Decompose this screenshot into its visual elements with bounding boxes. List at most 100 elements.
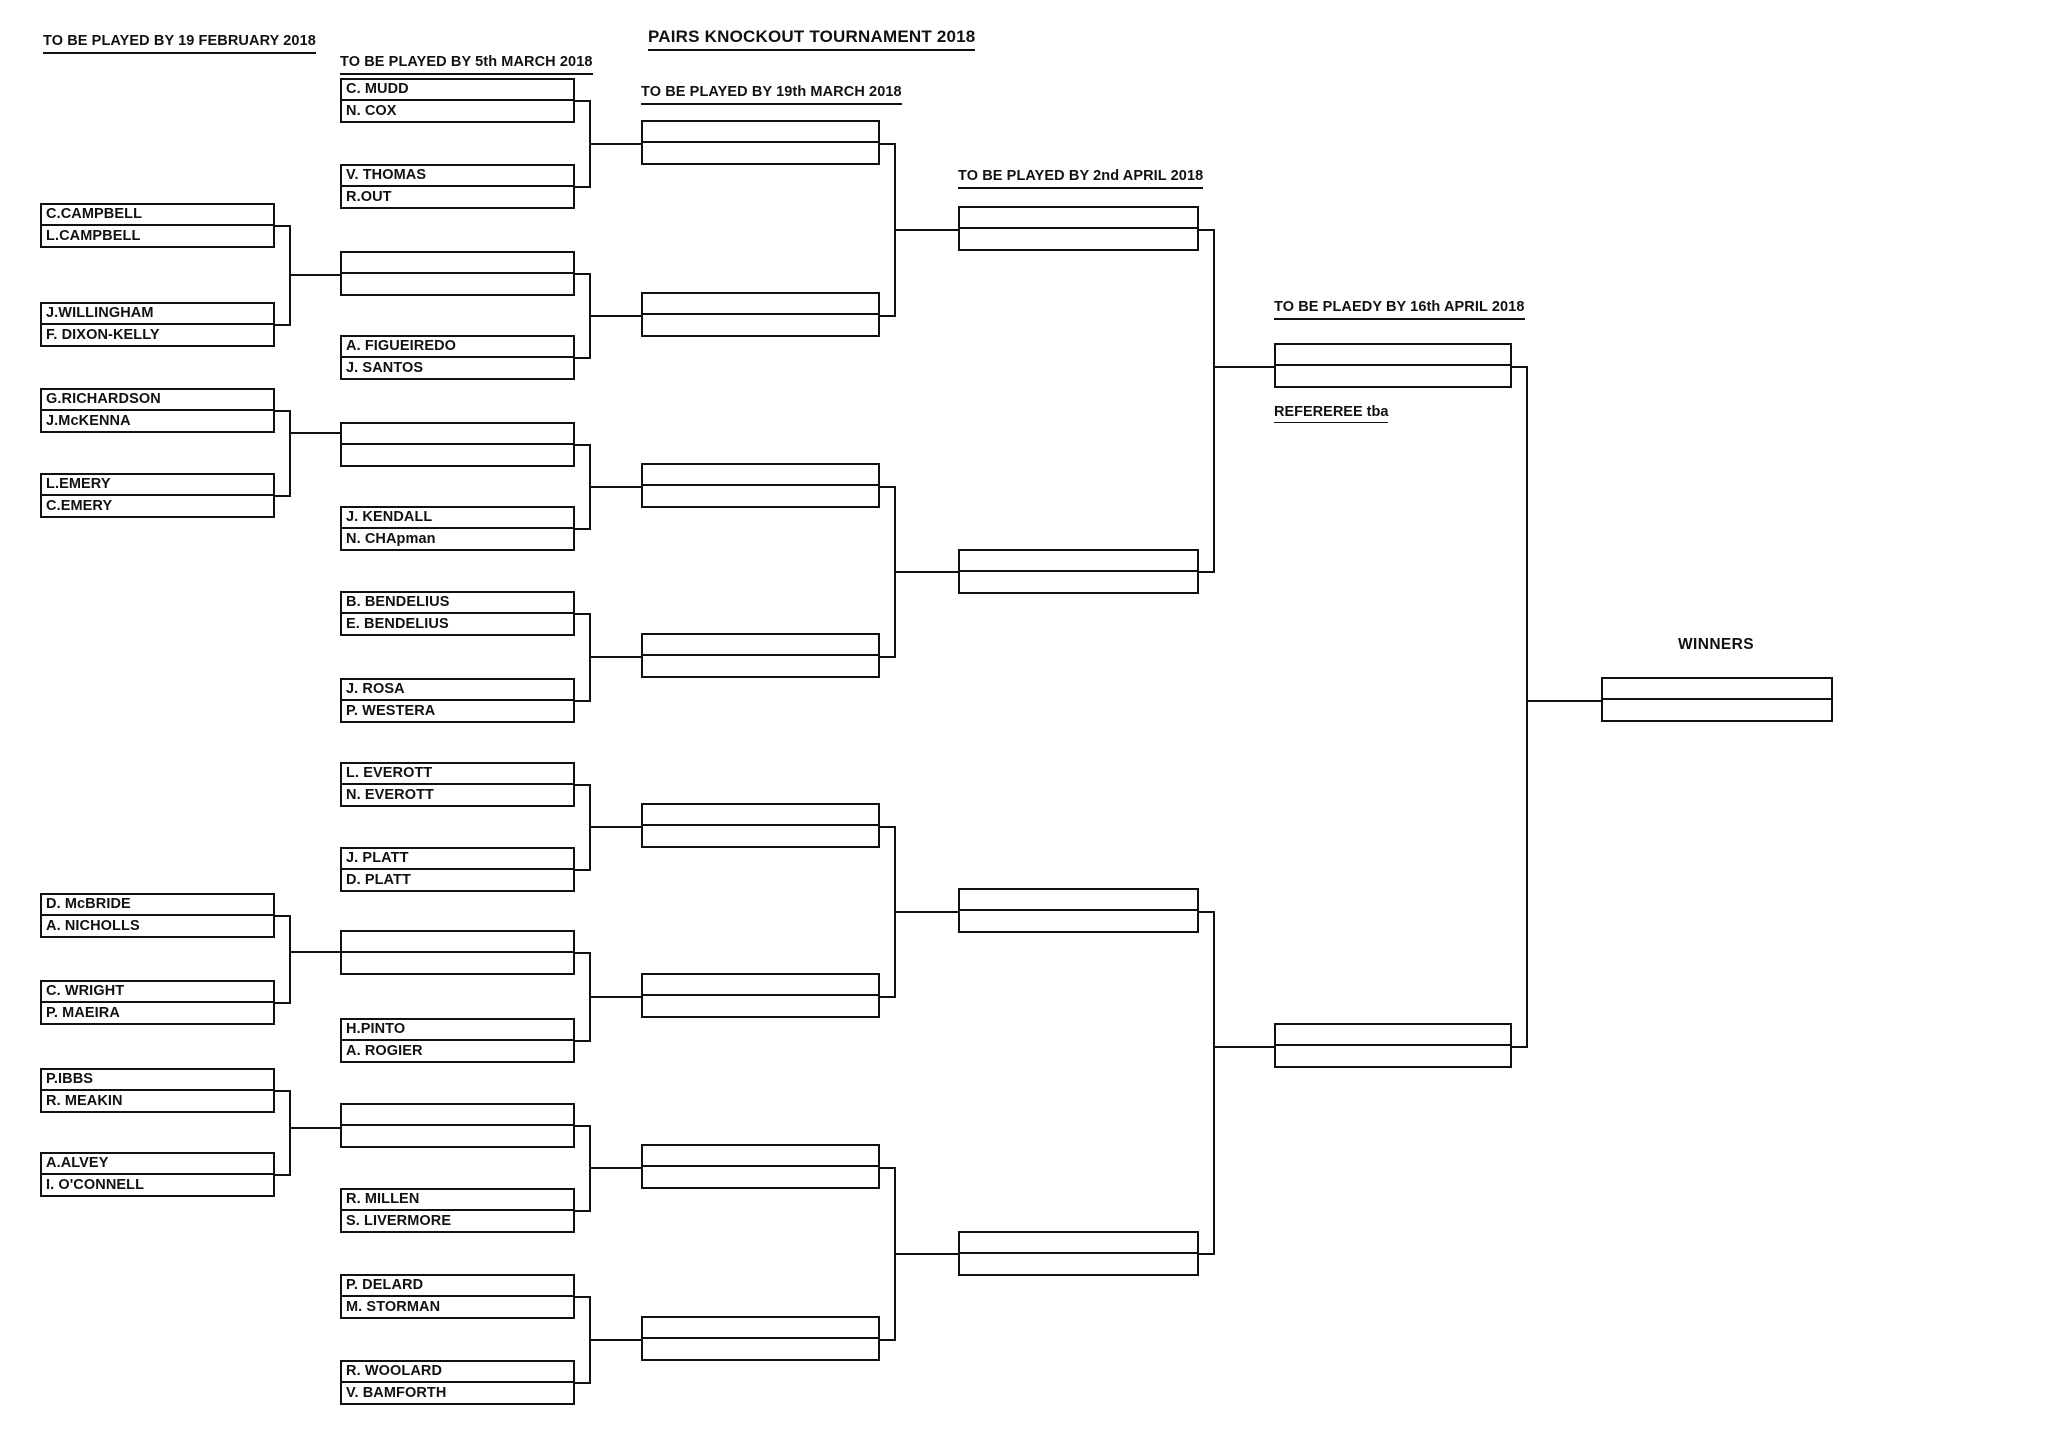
round2-slot-5-bottom[interactable] [643, 996, 878, 1017]
round1-slot-9-bottom[interactable]: D. PLATT [346, 871, 411, 888]
round1-slot-10-bottom[interactable] [342, 953, 573, 974]
round2-slot-5-top[interactable] [643, 975, 878, 996]
prelim-match-7[interactable]: A.ALVEY I. O'CONNELL [40, 1152, 275, 1197]
round2-slot-6-top[interactable] [643, 1146, 878, 1167]
prelim-match-0[interactable]: C.CAMPBELL L.CAMPBELL [40, 203, 275, 248]
round2-match-3[interactable] [641, 633, 880, 678]
round1-slot-5-top[interactable]: J. KENDALL [342, 508, 573, 529]
round1-match-1[interactable]: V. THOMAS R.OUT [340, 164, 575, 209]
round1-match-11[interactable]: H.PINTO A. ROGIER [340, 1018, 575, 1063]
round1-slot-7-bottom[interactable]: P. WESTERA [346, 702, 436, 719]
round2-slot-1-bottom[interactable] [643, 315, 878, 336]
prelim-slot-0-top[interactable]: C.CAMPBELL [42, 205, 273, 226]
round3-slot-3-top[interactable] [960, 1233, 1197, 1254]
semifinal-match-1[interactable] [1274, 1023, 1512, 1068]
prelim-match-6[interactable]: P.IBBS R. MEAKIN [40, 1068, 275, 1113]
round1-match-14[interactable]: P. DELARD M. STORMAN [340, 1274, 575, 1319]
round1-match-6[interactable]: B. BENDELIUS E. BENDELIUS [340, 591, 575, 636]
round1-slot-13-top[interactable]: R. MILLEN [342, 1190, 573, 1211]
round1-slot-2-top[interactable] [342, 253, 573, 274]
prelim-match-3[interactable]: L.EMERY C.EMERY [40, 473, 275, 518]
round2-slot-7-bottom[interactable] [643, 1339, 878, 1360]
round3-slot-2-bottom[interactable] [960, 911, 1197, 932]
prelim-slot-2-bottom[interactable]: J.McKENNA [46, 412, 131, 429]
round1-slot-13-bottom[interactable]: S. LIVERMORE [346, 1212, 452, 1229]
round1-match-9[interactable]: J. PLATT D. PLATT [340, 847, 575, 892]
prelim-slot-3-bottom[interactable]: C.EMERY [46, 497, 113, 514]
round1-slot-2-bottom[interactable] [342, 274, 573, 295]
round1-slot-8-top[interactable]: L. EVEROTT [342, 764, 573, 785]
round3-match-3[interactable] [958, 1231, 1199, 1276]
round1-slot-12-top[interactable] [342, 1105, 573, 1126]
round2-slot-0-bottom[interactable] [643, 143, 878, 164]
round3-match-2[interactable] [958, 888, 1199, 933]
prelim-slot-1-bottom[interactable]: F. DIXON-KELLY [46, 326, 160, 343]
prelim-slot-7-bottom[interactable]: I. O'CONNELL [46, 1176, 145, 1193]
round2-match-5[interactable] [641, 973, 880, 1018]
round1-match-4[interactable] [340, 422, 575, 467]
round1-slot-7-top[interactable]: J. ROSA [342, 680, 573, 701]
round1-match-7[interactable]: J. ROSA P. WESTERA [340, 678, 575, 723]
prelim-slot-7-top[interactable]: A.ALVEY [42, 1154, 273, 1175]
winners-match[interactable] [1601, 677, 1833, 722]
prelim-slot-4-bottom[interactable]: A. NICHOLLS [46, 917, 140, 934]
round1-slot-1-bottom[interactable]: R.OUT [346, 188, 392, 205]
round1-slot-11-bottom[interactable]: A. ROGIER [346, 1042, 423, 1059]
round1-slot-6-bottom[interactable]: E. BENDELIUS [346, 615, 449, 632]
prelim-slot-3-top[interactable]: L.EMERY [42, 475, 273, 496]
prelim-slot-5-top[interactable]: C. WRIGHT [42, 982, 273, 1003]
winners-slot-top[interactable] [1603, 679, 1831, 700]
prelim-slot-0-bottom[interactable]: L.CAMPBELL [46, 227, 141, 244]
round1-slot-3-bottom[interactable]: J. SANTOS [346, 359, 424, 376]
prelim-slot-6-bottom[interactable]: R. MEAKIN [46, 1092, 123, 1109]
round1-slot-14-top[interactable]: P. DELARD [342, 1276, 573, 1297]
round3-slot-1-bottom[interactable] [960, 572, 1197, 593]
round2-slot-3-top[interactable] [643, 635, 878, 656]
round1-slot-3-top[interactable]: A. FIGUEIREDO [342, 337, 573, 358]
prelim-match-5[interactable]: C. WRIGHT P. MAEIRA [40, 980, 275, 1025]
prelim-match-2[interactable]: G.RICHARDSON J.McKENNA [40, 388, 275, 433]
round1-slot-12-bottom[interactable] [342, 1126, 573, 1147]
round1-slot-4-top[interactable] [342, 424, 573, 445]
round1-slot-14-bottom[interactable]: M. STORMAN [346, 1298, 441, 1315]
round1-match-10[interactable] [340, 930, 575, 975]
round2-slot-4-top[interactable] [643, 805, 878, 826]
round2-slot-2-bottom[interactable] [643, 486, 878, 507]
round1-slot-1-top[interactable]: V. THOMAS [342, 166, 573, 187]
round2-match-0[interactable] [641, 120, 880, 165]
round1-match-12[interactable] [340, 1103, 575, 1148]
round3-slot-0-bottom[interactable] [960, 229, 1197, 250]
round1-match-3[interactable]: A. FIGUEIREDO J. SANTOS [340, 335, 575, 380]
round2-match-6[interactable] [641, 1144, 880, 1189]
semifinal-slot-0-bottom[interactable] [1276, 366, 1510, 387]
round1-slot-0-bottom[interactable]: N. COX [346, 102, 397, 119]
round3-slot-1-top[interactable] [960, 551, 1197, 572]
round2-slot-0-top[interactable] [643, 122, 878, 143]
round2-slot-7-top[interactable] [643, 1318, 878, 1339]
round1-match-5[interactable]: J. KENDALL N. CHApman [340, 506, 575, 551]
round2-match-2[interactable] [641, 463, 880, 508]
round1-match-2[interactable] [340, 251, 575, 296]
winners-slot-bottom[interactable] [1603, 700, 1831, 721]
prelim-slot-4-top[interactable]: D. McBRIDE [42, 895, 273, 916]
semifinal-slot-1-bottom[interactable] [1276, 1046, 1510, 1067]
semifinal-slot-1-top[interactable] [1276, 1025, 1510, 1046]
semifinal-slot-0-top[interactable] [1276, 345, 1510, 366]
prelim-slot-2-top[interactable]: G.RICHARDSON [42, 390, 273, 411]
round1-slot-11-top[interactable]: H.PINTO [342, 1020, 573, 1041]
prelim-slot-6-top[interactable]: P.IBBS [42, 1070, 273, 1091]
round3-match-0[interactable] [958, 206, 1199, 251]
prelim-match-1[interactable]: J.WILLINGHAM F. DIXON-KELLY [40, 302, 275, 347]
round2-match-4[interactable] [641, 803, 880, 848]
round1-slot-15-top[interactable]: R. WOOLARD [342, 1362, 573, 1383]
round2-slot-3-bottom[interactable] [643, 656, 878, 677]
round3-slot-2-top[interactable] [960, 890, 1197, 911]
round1-match-13[interactable]: R. MILLEN S. LIVERMORE [340, 1188, 575, 1233]
round1-match-8[interactable]: L. EVEROTT N. EVEROTT [340, 762, 575, 807]
round2-match-7[interactable] [641, 1316, 880, 1361]
round1-slot-9-top[interactable]: J. PLATT [342, 849, 573, 870]
round1-match-0[interactable]: C. MUDD N. COX [340, 78, 575, 123]
round1-slot-10-top[interactable] [342, 932, 573, 953]
round3-slot-3-bottom[interactable] [960, 1254, 1197, 1275]
round1-slot-0-top[interactable]: C. MUDD [342, 80, 573, 101]
